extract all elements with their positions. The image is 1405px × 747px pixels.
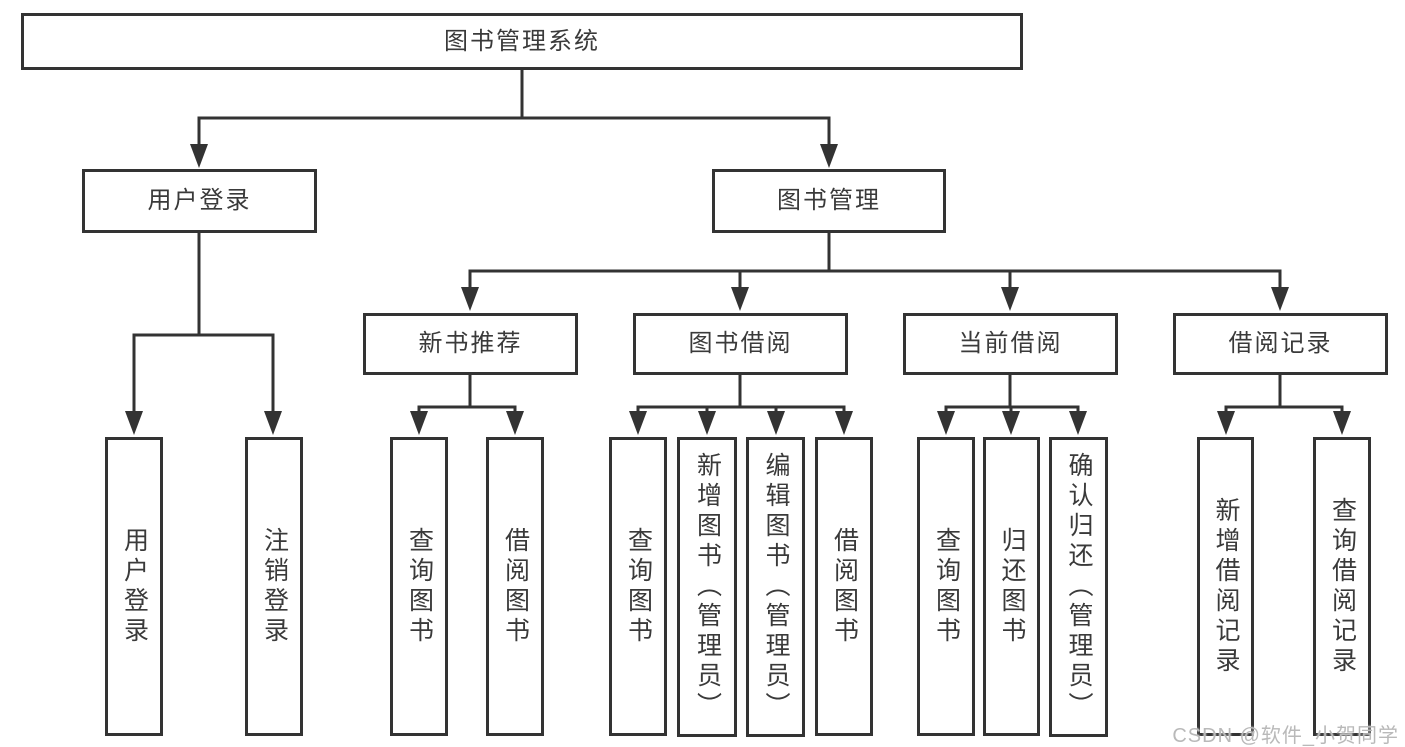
node-label: 图书借阅 xyxy=(688,330,793,357)
node-label: 借阅记录 xyxy=(1228,330,1333,357)
node-label: 用户登录 xyxy=(120,526,149,647)
leaf-return-book: 归还图书 xyxy=(983,437,1040,736)
node-label: 归还图书 xyxy=(998,526,1026,647)
node-label: 编辑图书（管理员） xyxy=(762,452,790,722)
node-library-management-system: 图书管理系统 xyxy=(21,13,1023,70)
node-book-management: 图书管理 xyxy=(712,169,946,233)
node-user-login: 用户登录 xyxy=(82,169,317,233)
node-label: 查询借阅记录 xyxy=(1328,496,1357,677)
leaf-query-books-current: 查询图书 xyxy=(917,437,975,736)
node-label: 查询图书 xyxy=(932,526,961,647)
node-label: 借阅图书 xyxy=(830,526,859,647)
node-label: 图书管理系统 xyxy=(444,27,600,55)
leaf-add-book-admin: 新增图书（管理员） xyxy=(677,437,737,737)
leaf-add-borrow-record: 新增借阅记录 xyxy=(1197,437,1254,736)
arrowheads xyxy=(125,144,1351,435)
node-label: 新书推荐 xyxy=(418,330,523,357)
leaf-confirm-return-admin: 确认归还（管理员） xyxy=(1049,437,1108,737)
node-label: 注销登录 xyxy=(260,526,289,647)
leaf-user-login: 用户登录 xyxy=(105,437,163,736)
node-label: 借阅图书 xyxy=(501,526,530,647)
csdn-watermark: CSDN @软件_小贺同学 xyxy=(1172,725,1399,747)
node-book-borrow: 图书借阅 xyxy=(633,313,848,375)
node-label: 当前借阅 xyxy=(958,330,1063,357)
leaf-edit-book-admin: 编辑图书（管理员） xyxy=(746,437,805,737)
node-label: 查询图书 xyxy=(405,526,434,647)
node-label: 图书管理 xyxy=(777,187,881,214)
node-label: 新增图书（管理员） xyxy=(693,452,722,722)
leaf-logout-login: 注销登录 xyxy=(245,437,303,736)
node-current-borrow: 当前借阅 xyxy=(903,313,1118,375)
leaf-borrow-books-recommend: 借阅图书 xyxy=(486,437,544,736)
leaf-query-books-recommend: 查询图书 xyxy=(390,437,448,736)
node-new-book-recommend: 新书推荐 xyxy=(363,313,578,375)
leaf-query-borrow-record: 查询借阅记录 xyxy=(1313,437,1371,736)
node-label: 新增借阅记录 xyxy=(1212,496,1240,677)
node-label: 用户登录 xyxy=(147,187,252,214)
node-borrow-records: 借阅记录 xyxy=(1173,313,1388,375)
node-label: 查询图书 xyxy=(624,526,653,647)
leaf-borrow-books: 借阅图书 xyxy=(815,437,873,736)
leaf-query-books-borrow: 查询图书 xyxy=(609,437,667,736)
node-label: 确认归还（管理员） xyxy=(1065,452,1093,722)
